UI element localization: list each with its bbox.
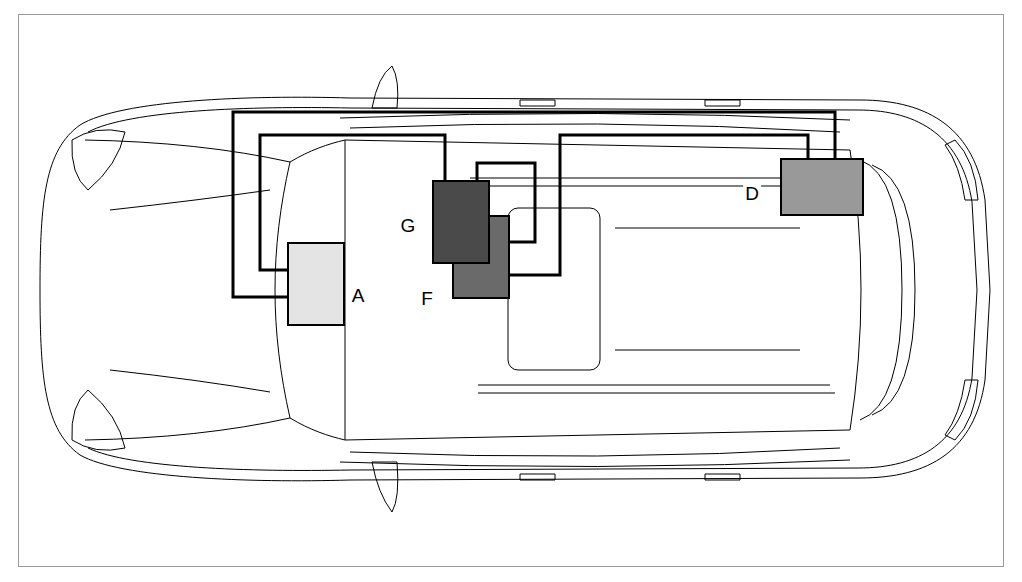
hood-line	[85, 140, 290, 162]
module-box: G	[432, 180, 490, 264]
door-handle	[705, 100, 740, 106]
door-handle	[520, 474, 555, 480]
rear-window	[860, 160, 902, 420]
module-label: F	[419, 288, 435, 309]
module-label: D	[743, 183, 761, 204]
side-window-line	[350, 448, 840, 456]
roof-rail	[478, 393, 835, 394]
headlight	[72, 130, 125, 190]
roof-panel-line	[615, 228, 800, 229]
module-box: A	[287, 242, 345, 326]
module-box: D	[780, 158, 864, 216]
windshield	[275, 140, 345, 440]
door-handle	[705, 474, 740, 480]
frame	[19, 15, 1004, 567]
headlight	[72, 390, 125, 450]
side-window-line	[350, 124, 840, 132]
mirror	[372, 462, 398, 512]
module-label: G	[399, 215, 418, 236]
sunroof	[508, 208, 600, 370]
roof-rail	[470, 178, 830, 179]
hood-line	[110, 370, 270, 392]
rear-window	[872, 165, 915, 415]
car-body	[40, 97, 990, 481]
door-handle	[520, 100, 555, 106]
tail-light	[945, 140, 978, 200]
mirror	[372, 66, 398, 108]
body-inner-line	[88, 108, 977, 471]
module-label: A	[350, 285, 367, 306]
roof-panel-line	[615, 350, 800, 351]
hood-line	[110, 190, 270, 210]
side-sill	[340, 460, 850, 467]
roof-rail	[478, 385, 830, 386]
tail-light	[945, 380, 978, 440]
wire	[510, 135, 808, 275]
side-sill	[340, 113, 850, 120]
hood-line	[85, 418, 290, 440]
